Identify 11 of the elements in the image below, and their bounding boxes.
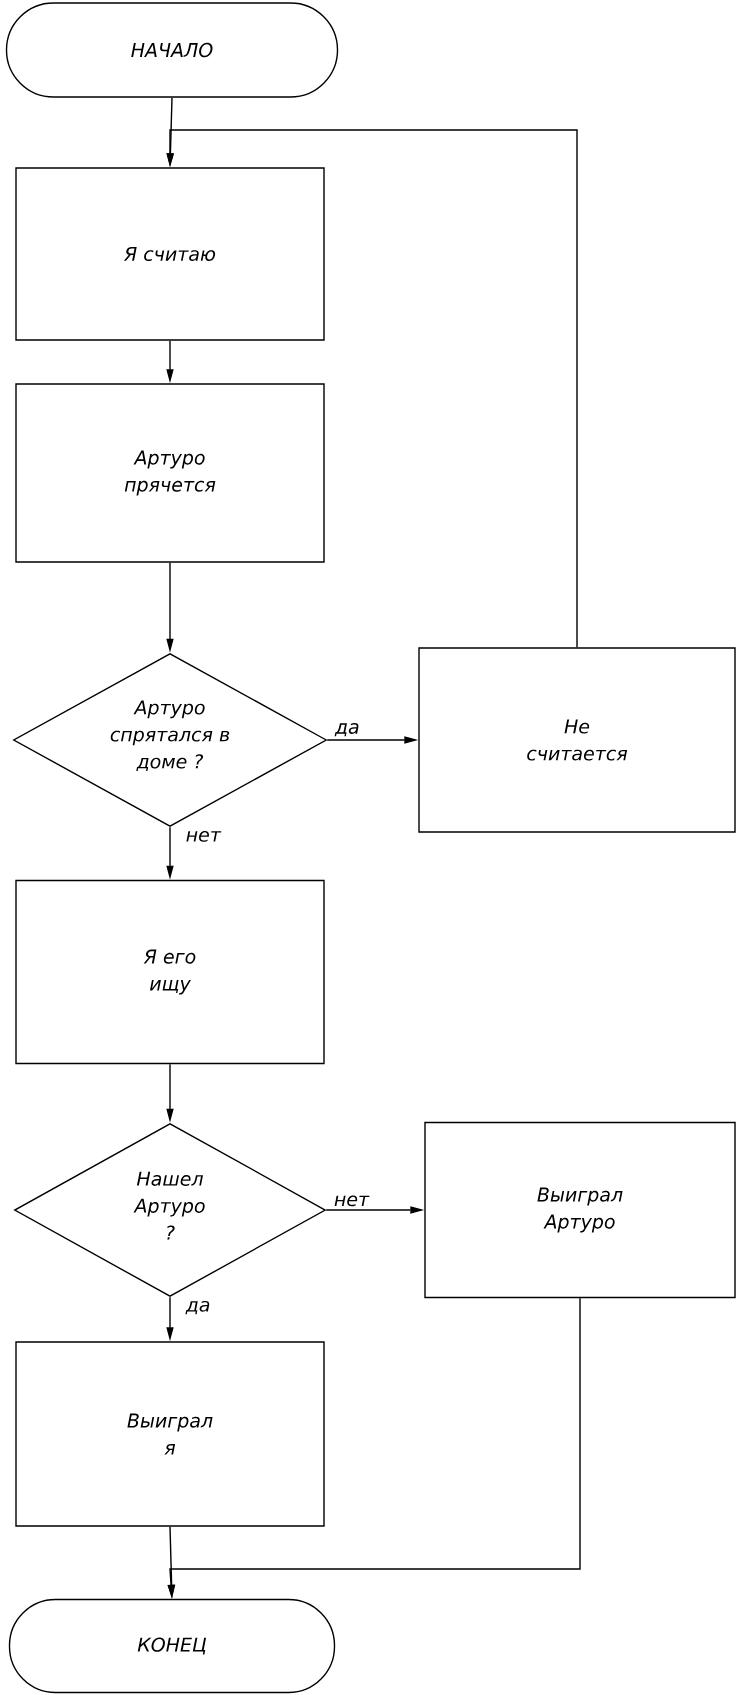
arrow — [166, 129, 578, 648]
edge-label: да — [334, 723, 359, 737]
process-box: Я считаю — [15, 167, 325, 341]
process-box: Артуро прячется — [15, 383, 325, 563]
process-box: Выиграл я — [15, 1341, 325, 1527]
process-box: Выиграл Артуро — [424, 1121, 736, 1299]
edge-label: нет — [186, 830, 222, 842]
edge-label: нет — [334, 1195, 370, 1207]
process-box: Я его ищу — [15, 879, 325, 1065]
process-box: Не считается — [418, 647, 736, 833]
edge-label: да — [185, 1300, 210, 1315]
